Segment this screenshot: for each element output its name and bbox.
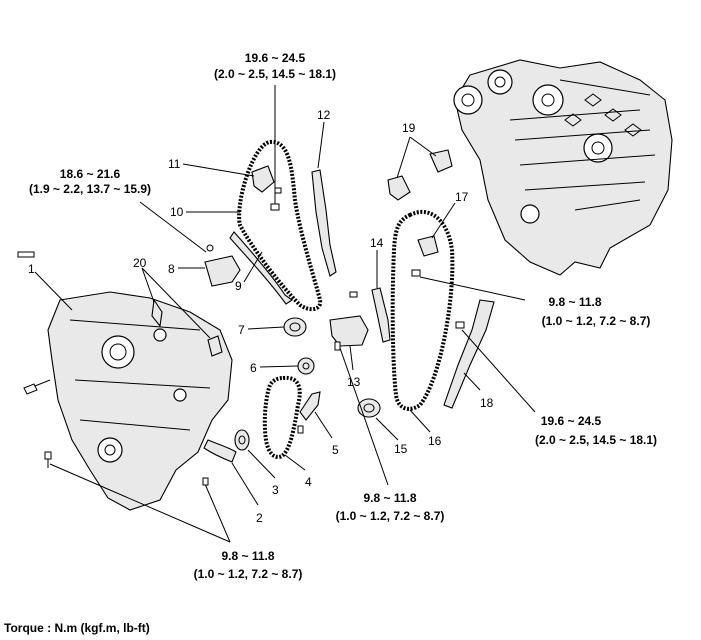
chain-guide-9: [229, 231, 293, 305]
torque-spec-top: 19.6 ~ 24.5 (2.0 ~ 2.5, 14.5 ~ 18.1): [214, 51, 336, 81]
callout-15: 15: [394, 442, 408, 456]
sprocket-15: [357, 398, 381, 418]
torque-right-lower-value: 19.6 ~ 24.5: [541, 414, 602, 428]
callout-19: 19: [402, 121, 416, 135]
sprocket-6: [297, 357, 315, 375]
timing-chain-bank2: [390, 209, 455, 411]
tensioner-arm-11: [251, 165, 275, 193]
torque-spec-right-upper: 9.8 ~ 11.8 (1.0 ~ 1.2, 7.2 ~ 8.7): [542, 295, 651, 328]
callout-10: 10: [170, 205, 184, 219]
callout-2: 2: [256, 511, 263, 525]
torque-bolts: [202, 187, 465, 486]
chain-guide-12: [311, 169, 337, 277]
callout-1: 1: [28, 262, 35, 276]
torque-center-value: 9.8 ~ 11.8: [363, 491, 416, 505]
callout-labels: 1 2 3 4 5 6 7 8 9 10 11 12 13 14 15 16 1…: [28, 108, 494, 525]
oil-pump-chain: [262, 375, 302, 459]
torque-spec-upper-left: 18.6 ~ 21.6 (1.9 ~ 2.2, 13.7 ~ 15.9): [29, 167, 151, 196]
callout-3: 3: [272, 483, 279, 497]
leader-lines: [34, 85, 536, 543]
callout-11: 11: [168, 157, 181, 171]
torque-spec-bottom: 9.8 ~ 11.8 (1.0 ~ 1.2, 7.2 ~ 8.7): [194, 549, 303, 581]
torque-upper-left-value: 18.6 ~ 21.6: [60, 167, 121, 181]
tensioner-8: [204, 244, 241, 287]
callout-6: 6: [250, 361, 257, 375]
torque-bottom-value: 9.8 ~ 11.8: [221, 549, 274, 563]
sprocket-7: [283, 317, 307, 337]
oil-pump-cover-2: [203, 439, 237, 463]
chain-guide-14: [371, 287, 391, 343]
torque-unit-note: Torque : N.m (kgf.m, lb-ft): [4, 621, 150, 635]
torque-right-upper-detail: (1.0 ~ 1.2, 7.2 ~ 8.7): [542, 314, 651, 328]
callout-20: 20: [133, 256, 147, 270]
torque-top-value: 19.6 ~ 24.5: [245, 51, 306, 65]
callout-13: 13: [347, 375, 361, 389]
callout-17: 17: [455, 190, 469, 204]
engine-block: [453, 59, 673, 276]
tensioner-13: [329, 315, 369, 347]
timing-chain-cover: [47, 291, 233, 511]
torque-bottom-detail: (1.0 ~ 1.2, 7.2 ~ 8.7): [194, 567, 303, 581]
cover-bolt-lower: [44, 451, 52, 468]
torque-spec-right-lower: 19.6 ~ 24.5 (2.0 ~ 2.5, 14.5 ~ 18.1): [535, 414, 657, 447]
cover-dowel-bolt: [17, 251, 35, 258]
tensioner-arm-5: [299, 391, 321, 421]
callout-14: 14: [370, 236, 384, 250]
cover-bolt-left: [23, 379, 51, 395]
torque-right-lower-detail: (2.0 ~ 2.5, 14.5 ~ 18.1): [535, 433, 657, 447]
callout-4: 4: [305, 475, 312, 489]
callout-7: 7: [238, 323, 245, 337]
torque-upper-left-detail: (1.9 ~ 2.2, 13.7 ~ 15.9): [29, 182, 151, 196]
callout-18: 18: [480, 396, 494, 410]
timing-chain-bank1: [237, 140, 323, 312]
callout-8: 8: [168, 262, 175, 276]
callout-5: 5: [332, 443, 339, 457]
callout-9: 9: [235, 279, 242, 293]
torque-top-detail: (2.0 ~ 2.5, 14.5 ~ 18.1): [214, 67, 336, 81]
tensioner-arm-17: [417, 235, 439, 257]
chain-guide-18: [443, 299, 495, 409]
callout-16: 16: [428, 434, 442, 448]
sprocket-3: [234, 429, 250, 451]
torque-center-detail: (1.0 ~ 1.2, 7.2 ~ 8.7): [336, 509, 445, 523]
callout-12: 12: [317, 108, 331, 122]
torque-spec-center: 9.8 ~ 11.8 (1.0 ~ 1.2, 7.2 ~ 8.7): [336, 491, 445, 523]
torque-right-upper-value: 9.8 ~ 11.8: [548, 295, 601, 309]
bolt-20: [151, 298, 223, 357]
